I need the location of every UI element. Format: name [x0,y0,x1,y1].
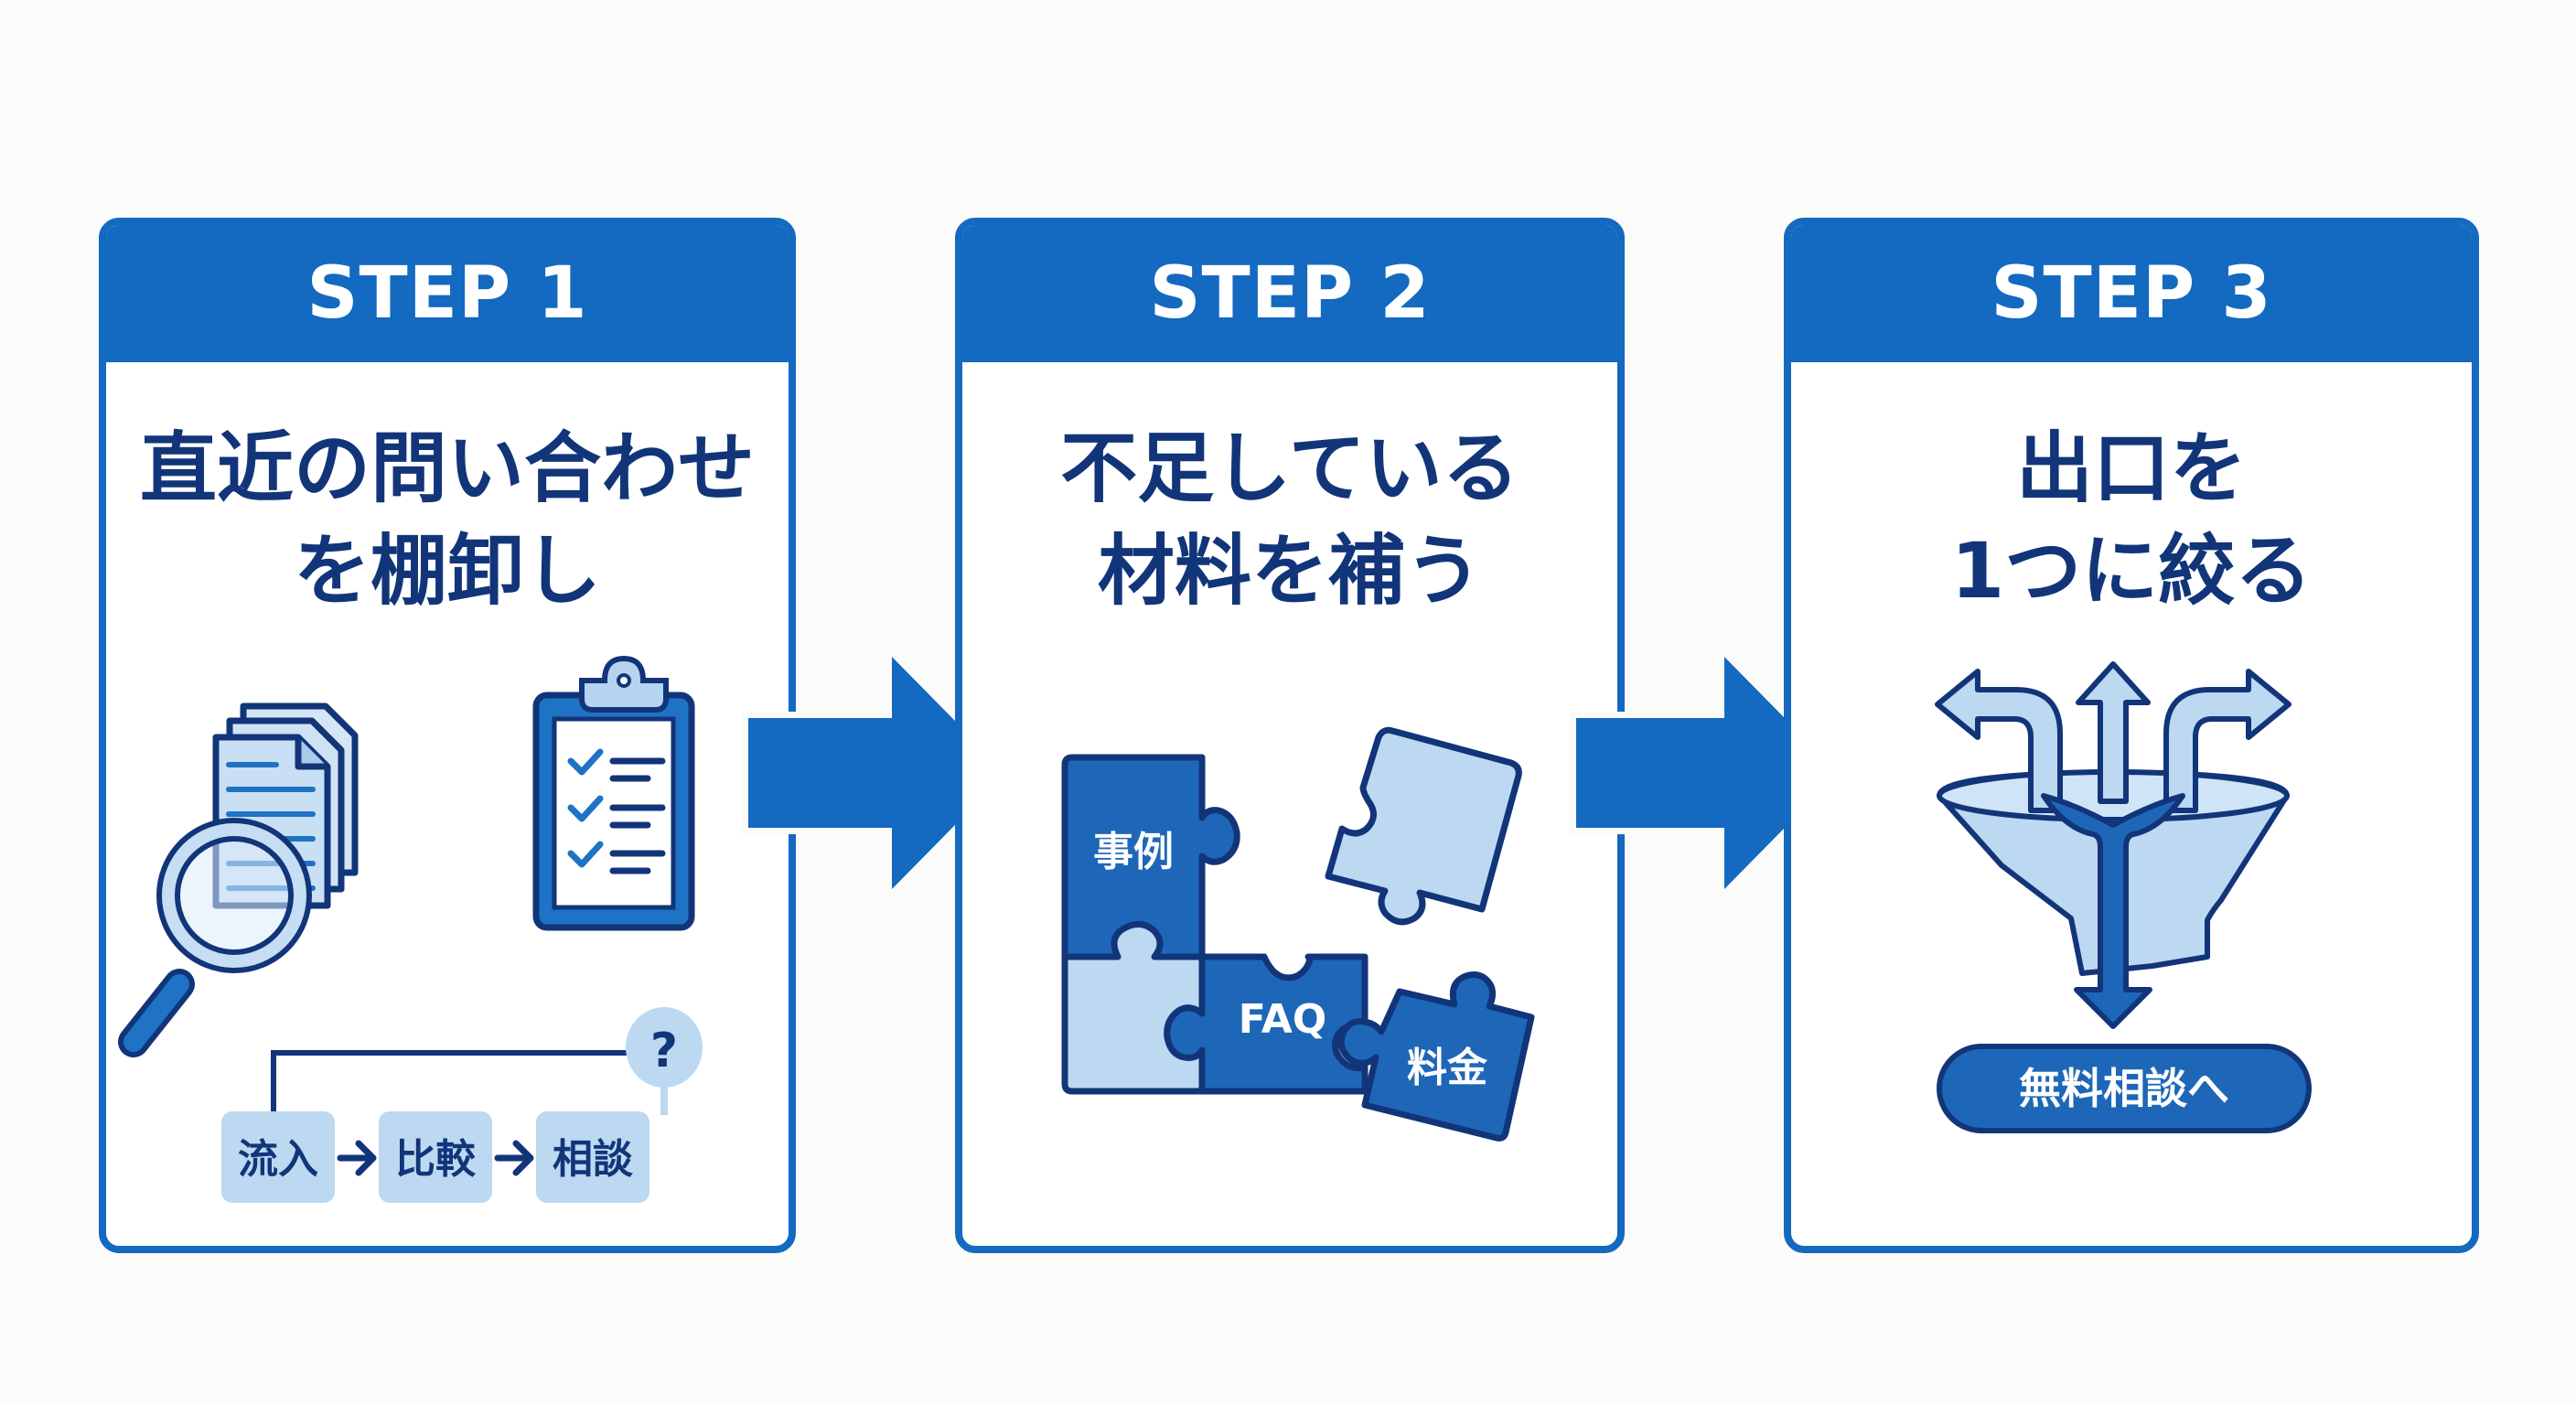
puzzle-label-faq: FAQ [1239,996,1326,1043]
step-1-title-line-1: 直近の問い合わせ [139,424,755,513]
flow-steps: 流入 比較 相談 [221,1111,649,1203]
puzzle-label-cases: 事例 [1093,829,1174,875]
step-2-title: 不足している 材料を補う [962,417,1617,622]
step-3-title: 出口を 1つに絞る [1791,417,2472,622]
flow-label-compare: 比較 [395,1136,477,1183]
free-consultation-button[interactable]: 無料相談へ [1937,1044,2312,1133]
puzzle-pieces-icon [1061,726,1535,1142]
step-3-title-line-1: 出口を [2015,424,2247,513]
puzzle-piece-faq [1164,953,1368,1095]
step-1-header: STEP 1 [106,225,789,362]
step-2-header: STEP 2 [962,225,1617,362]
step-2-illustration: 事例 FAQ 料金 [1061,726,1535,1142]
step-3-title-line-2: 1つに絞る [1950,526,2313,616]
step-1-illustration: ? 流入 比較 相談 [118,655,703,1203]
step-3-card: STEP 3 出口を 1つに絞る 無料相談へ [1784,218,2479,1253]
right-arrow-icon [742,640,1015,906]
flow-box-inflow [221,1111,335,1203]
step-1-title: 直近の問い合わせ を棚卸し [106,417,789,622]
flow-box-consult [536,1111,649,1203]
step-3-header: STEP 3 [1791,225,2472,362]
question-bubble-icon: ? [626,1007,703,1115]
converging-stem [2041,793,2185,1029]
right-arrow-icon [1570,640,1848,906]
flow-connector-line [271,1050,631,1114]
puzzle-label-price: 料金 [1407,1045,1488,1091]
step-2-title-line-2: 材料を補う [1097,526,1482,616]
step-2-card: STEP 2 不足している 材料を補う 事例 FAQ 料金 [955,218,1625,1253]
flow-label-consult: 相談 [553,1136,633,1183]
flow-arrow-icon [337,1140,377,1176]
step-3-illustration: 無料相談へ [1935,661,2312,1133]
question-mark: ? [650,1024,678,1078]
step-1-card: STEP 1 直近の問い合わせ を棚卸し [99,218,796,1253]
branching-arrows-icon [1935,661,2292,813]
puzzle-piece-price [1337,971,1535,1142]
puzzle-piece-loose [1325,726,1522,926]
flow-box-compare [379,1111,492,1203]
clipboard-checklist-icon [532,655,695,931]
free-consultation-label: 無料相談へ [2019,1064,2229,1113]
flow-arrow-icon [494,1140,534,1176]
flow-label-inflow: 流入 [238,1136,318,1183]
magnifying-glass-icon [118,818,312,1057]
step-1-title-line-2: を棚卸し [293,526,601,616]
step-2-title-line-1: 不足している [1060,424,1519,513]
